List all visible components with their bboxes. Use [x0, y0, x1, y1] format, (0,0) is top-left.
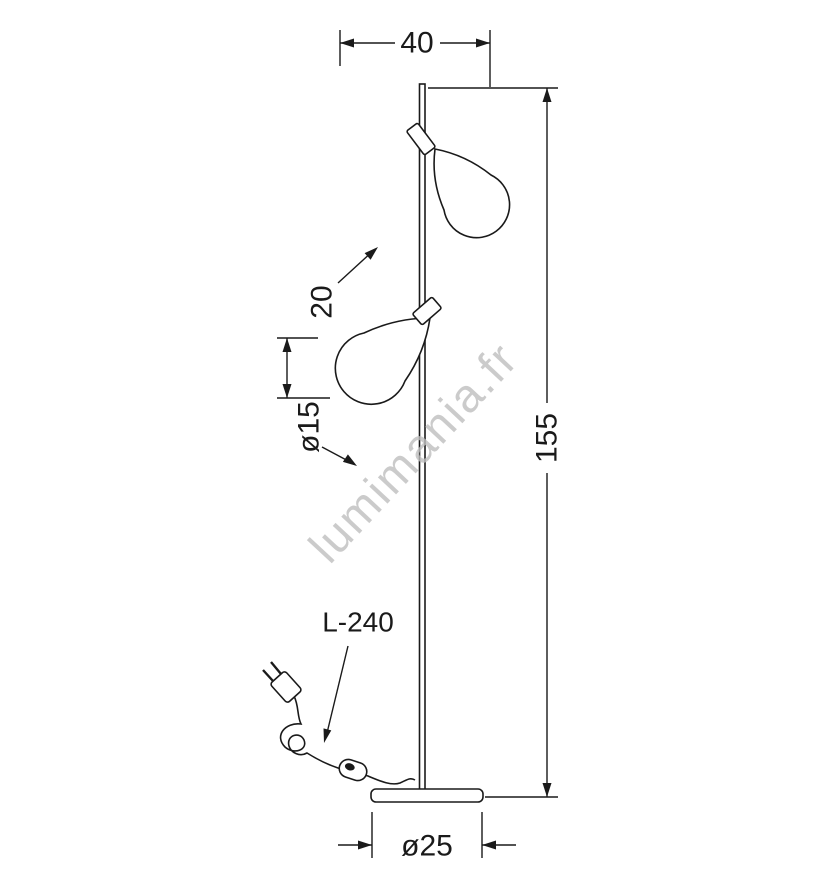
arrow-155-top	[542, 88, 552, 102]
power-cord	[279, 695, 416, 785]
arrow-20-leader	[364, 247, 378, 260]
upper-shade-mount	[406, 122, 436, 156]
label-bg	[395, 26, 440, 59]
arrow-15-leader	[342, 454, 357, 466]
foot-switch	[338, 758, 368, 782]
arrow-15-bottom	[282, 384, 292, 398]
arrow-25-left	[358, 840, 372, 850]
floor-lamp	[262, 83, 511, 803]
power-plug	[262, 661, 302, 703]
dim-label-shade-diameter: ø15	[293, 401, 326, 453]
lower-shade-mount	[412, 296, 442, 326]
label-bg	[528, 403, 565, 473]
arrow-l240	[323, 728, 332, 743]
arrow-155-bottom	[542, 783, 552, 797]
plug-body	[270, 671, 302, 703]
arrow-15-top	[282, 338, 292, 352]
upper-lamp-shade	[433, 148, 511, 239]
dim-label-width: 40	[400, 27, 433, 60]
plug-prong	[270, 661, 282, 675]
dim-label-base-diameter: ø25	[401, 830, 453, 863]
dim-label-height: 155	[531, 413, 564, 463]
lamp-base	[370, 788, 484, 803]
plug-prong	[262, 669, 274, 682]
dim-label-head-spacing: 20	[306, 285, 339, 318]
dimension-arrowheads	[282, 38, 552, 850]
arrow-25-right	[482, 840, 496, 850]
dim-label-cord-length: L-240	[322, 607, 394, 638]
lower-lamp-shade	[334, 317, 431, 406]
foot-switch-button	[344, 763, 355, 771]
dimension-labels: 40 155 20 ø15 L-240 ø25	[293, 26, 565, 863]
arrow-40-right	[476, 38, 490, 48]
dim-l240-leader	[326, 645, 349, 734]
arrow-40-left	[340, 38, 354, 48]
